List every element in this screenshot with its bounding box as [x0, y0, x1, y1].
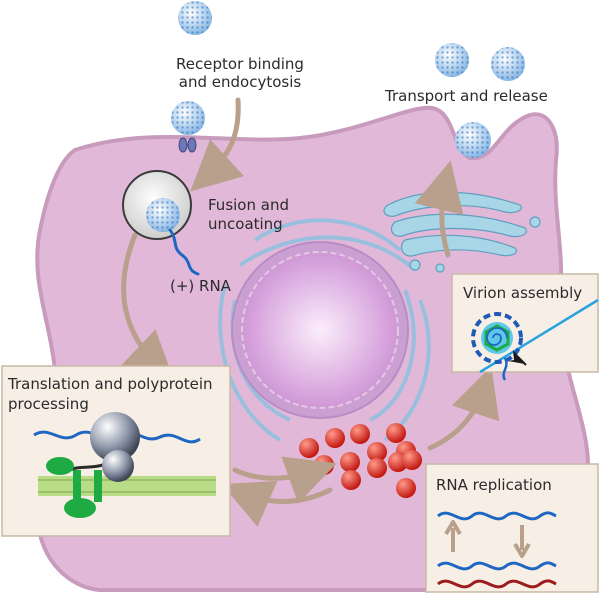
label-receptor-line1: Receptor binding — [176, 55, 304, 73]
capsid-icon — [484, 324, 510, 352]
ribosome-small-icon — [102, 450, 134, 482]
replication-vesicle — [325, 428, 345, 448]
protein-green-2 — [64, 498, 96, 518]
up-arrow-icon — [444, 520, 462, 552]
protein-green-1 — [46, 457, 74, 475]
virion-assembly-panel: Virion assembly — [451, 273, 599, 381]
label-transport: Transport and release — [384, 87, 548, 105]
virion-released-1 — [435, 43, 469, 77]
replication-vesicle — [341, 470, 361, 490]
er-membrane — [38, 476, 216, 496]
process-arrows — [121, 97, 500, 527]
replication-vesicle — [386, 423, 406, 443]
arrow-fusion-to-translation — [121, 232, 175, 382]
rna-replication-panel: RNA replication — [425, 463, 599, 593]
receptor-bound-virion — [171, 101, 205, 153]
arrow-replication-to-translation — [221, 480, 333, 527]
label-fusion-line1: Fusion and — [208, 196, 289, 214]
label-receptor-line2: and endocytosis — [179, 73, 302, 91]
replication-vesicles — [299, 423, 422, 498]
replication-vesicle — [350, 424, 370, 444]
label-rna-replication: RNA replication — [436, 476, 552, 494]
rna-strand-top — [437, 511, 557, 521]
virion-budding — [455, 122, 491, 158]
rna-strand-middle — [437, 561, 557, 571]
rna-strand-plus — [168, 228, 200, 276]
rna-strand-negative — [437, 579, 557, 589]
arrow-translation-to-replication — [232, 456, 337, 504]
virion-entering — [178, 1, 212, 35]
replication-vesicle — [367, 442, 387, 462]
label-translation-line1: Translation and polyprotein — [7, 375, 213, 393]
arrow-replication-to-assembly — [427, 366, 500, 451]
endosome — [122, 170, 200, 276]
translation-panel: Translation and polyprotein processing — [1, 365, 231, 537]
replication-vesicle — [299, 438, 319, 458]
replication-vesicle — [367, 458, 387, 478]
label-fusion-line2: uncoating — [208, 215, 283, 233]
receptor-icon — [178, 137, 188, 153]
replication-vesicle — [402, 450, 422, 470]
ribosome-large-icon — [90, 412, 140, 462]
down-arrow-icon — [513, 525, 531, 558]
label-translation-line2: processing — [8, 395, 89, 413]
replication-vesicle — [340, 452, 360, 472]
virion-released-2 — [491, 47, 525, 81]
replication-vesicle — [396, 478, 416, 498]
arrow-entry-to-fusion — [190, 97, 245, 192]
nucleus — [231, 241, 409, 419]
label-virion-assembly: Virion assembly — [463, 284, 582, 302]
arrow-assembly-to-golgi — [414, 160, 464, 258]
label-rna-plus: (+) RNA — [170, 277, 232, 295]
